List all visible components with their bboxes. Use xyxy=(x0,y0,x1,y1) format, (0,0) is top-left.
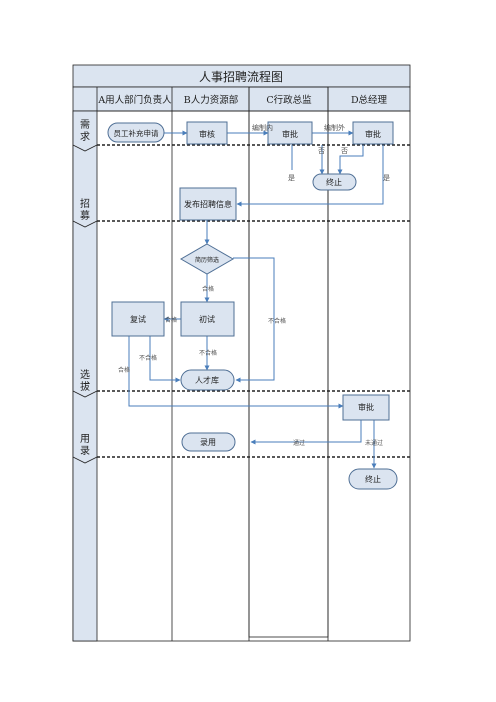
node-d-approve-2-label: 审批 xyxy=(358,402,374,412)
edge-d-yes xyxy=(236,145,384,207)
node-c-approve xyxy=(267,121,313,145)
node-stop-2-label: 终止 xyxy=(365,474,381,484)
node-hire xyxy=(181,432,236,452)
edge-label-no-2: 否 xyxy=(341,147,348,155)
node-screen-label: 简历筛选 xyxy=(195,256,219,264)
edge-approve-pass xyxy=(250,420,362,445)
edge-screen-fail xyxy=(233,257,275,383)
node-talent-pool-label: 人才库 xyxy=(195,375,219,385)
edge-label-pass-screen: 合格 xyxy=(202,285,214,293)
edge-label-out-plan: 编制外 xyxy=(324,123,345,132)
edge-label-fail-screen: 不合格 xyxy=(268,317,286,325)
stage-label-recruit: 招募 xyxy=(80,197,90,222)
node-request-label: 员工补充申请 xyxy=(114,128,159,138)
edge-label-fail-retest: 不合格 xyxy=(139,354,157,362)
node-retest-label: 复试 xyxy=(130,314,146,324)
edge-label-passed: 通过 xyxy=(293,439,305,447)
node-stop-2 xyxy=(348,468,398,490)
stage-column xyxy=(72,110,98,642)
edge-retest-fail xyxy=(149,336,181,383)
edge-label-pass-first: 合格 xyxy=(165,316,177,324)
node-first-test xyxy=(180,301,235,337)
column-header-b: B人力资源部 xyxy=(184,94,238,106)
edge-d-no xyxy=(337,145,364,175)
node-publish xyxy=(179,187,237,221)
column-header-c: C行政总监 xyxy=(266,94,312,106)
node-screen xyxy=(179,243,235,275)
node-review xyxy=(186,121,228,145)
node-publish-label: 发布招聘信息 xyxy=(184,199,232,209)
edge-label-fail-first: 不合格 xyxy=(199,349,217,357)
edge-label-pass-retest: 合格 xyxy=(118,366,130,374)
node-talent-pool xyxy=(180,369,235,391)
edge-retest-pass xyxy=(128,336,344,409)
stage-label-hire: 用录 xyxy=(80,434,90,457)
chart-title: 人事招聘流程图 xyxy=(199,69,283,84)
stage-tab-1 xyxy=(72,144,98,152)
stage-tab-2 xyxy=(72,220,98,228)
edge-label-in-plan: 编制内 xyxy=(252,123,273,132)
node-hire-label: 录用 xyxy=(200,438,216,447)
node-first-test-label: 初试 xyxy=(199,314,215,324)
stage-label-select: 选拔 xyxy=(80,368,90,393)
column-header-d: D总经理 xyxy=(351,94,388,106)
stage-label-demand: 需求 xyxy=(80,119,90,143)
node-d-approve-2 xyxy=(342,394,390,421)
edge-label-no-1: 否 xyxy=(318,147,325,155)
column-c-highlight xyxy=(248,86,329,638)
stage-tab-4 xyxy=(72,456,98,464)
node-d-approve-label: 审批 xyxy=(365,129,381,139)
node-review-label: 审核 xyxy=(199,129,215,139)
edge-label-yes-2: 是 xyxy=(383,174,390,182)
column-header-band xyxy=(72,86,411,112)
stage-tab-3 xyxy=(72,390,98,398)
node-retest xyxy=(111,301,165,337)
column-header-a: A用人部门负责人 xyxy=(97,94,172,106)
edge-label-yes-1: 是 xyxy=(288,174,295,182)
edge-label-not-passed: 未通过 xyxy=(365,439,383,447)
node-stop-1 xyxy=(312,173,357,191)
node-request xyxy=(107,122,165,143)
chart-frame xyxy=(72,110,411,642)
node-d-approve xyxy=(352,121,394,145)
node-stop-1-label: 终止 xyxy=(326,177,342,187)
node-c-approve-label: 审批 xyxy=(282,129,298,139)
